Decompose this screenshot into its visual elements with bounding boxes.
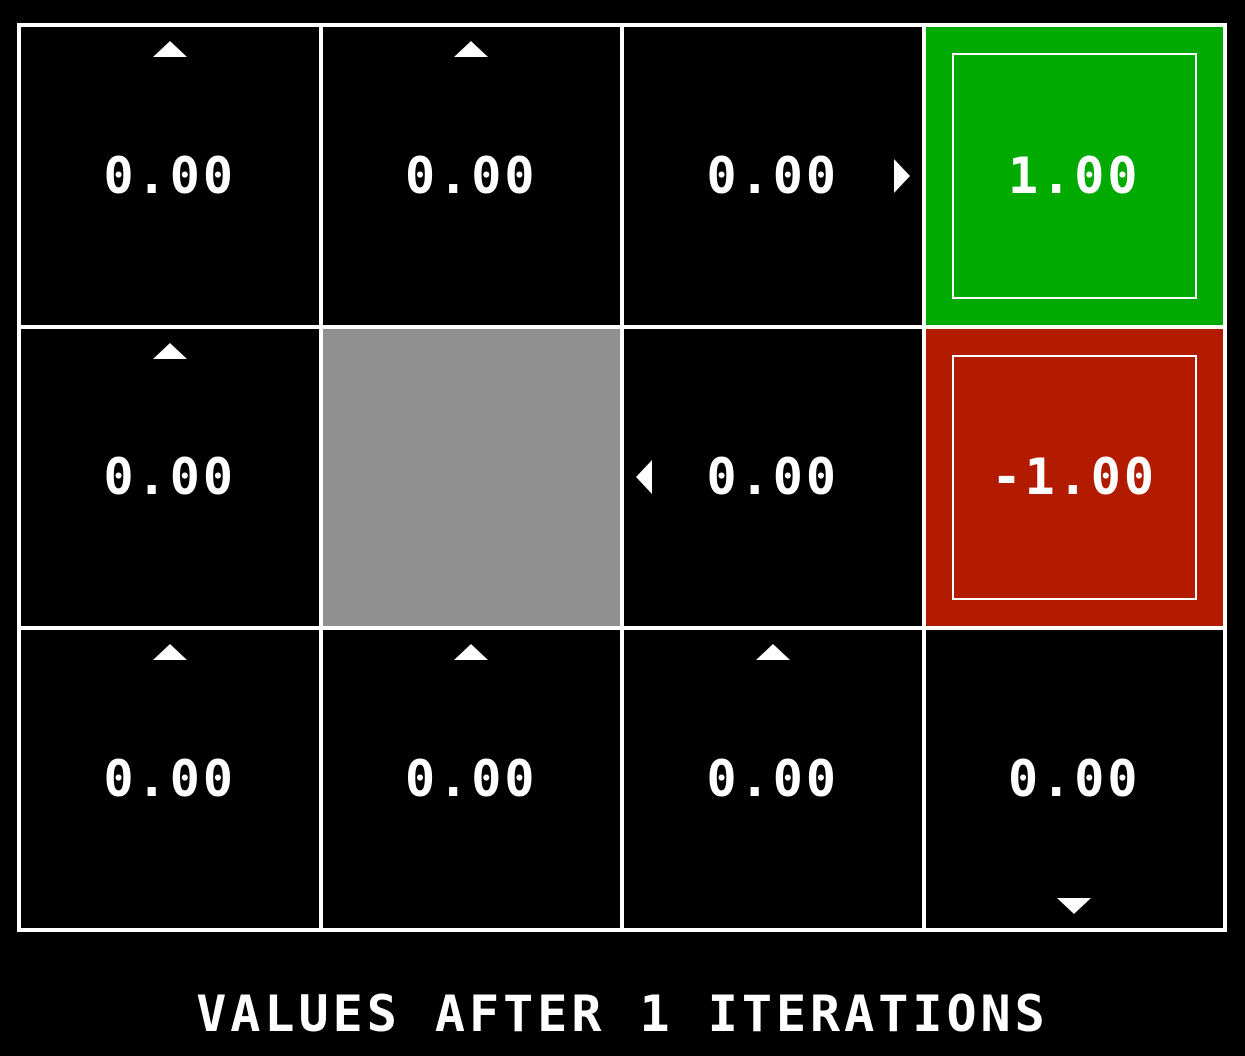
pit-cell: -1.00 — [923, 326, 1225, 629]
grid-cell: 0.00 — [622, 628, 924, 930]
state-value: 0.00 — [706, 750, 839, 809]
state-value: 0.00 — [706, 448, 839, 507]
state-value: 0.00 — [405, 146, 538, 205]
grid-cell: 0.00 — [923, 628, 1225, 930]
grid-cell: 0.00 — [19, 628, 321, 930]
arrow-down-icon — [1057, 897, 1092, 914]
state-value: 0.00 — [706, 146, 839, 205]
iteration-caption: VALUES AFTER 1 ITERATIONS — [196, 985, 1049, 1043]
state-value: 0.00 — [103, 750, 236, 809]
arrow-up-icon — [152, 41, 187, 57]
arrow-up-icon — [152, 644, 187, 661]
state-value: 0.00 — [405, 750, 538, 809]
terminal-box — [951, 53, 1197, 299]
grid-cell: 0.00 — [622, 326, 924, 629]
terminal-box — [951, 354, 1197, 601]
arrow-up-icon — [454, 644, 489, 661]
grid-cell: 0.00 — [19, 25, 321, 327]
gridworld: 0.00 0.00 0.00 1.00 0.00 0.00 -1.00 0.00 0.00 0.0… — [17, 23, 1227, 932]
grid-cell: 0.00 — [320, 628, 622, 930]
arrow-up-icon — [454, 41, 489, 57]
arrow-up-icon — [152, 342, 187, 359]
state-value: 0.00 — [103, 448, 236, 507]
state-value: 0.00 — [1008, 750, 1141, 809]
state-value: 1.00 — [1008, 146, 1141, 205]
state-value: 0.00 — [103, 146, 236, 205]
grid-cell: 0.00 — [320, 25, 622, 327]
arrow-up-icon — [755, 644, 790, 661]
goal-cell: 1.00 — [923, 25, 1225, 327]
arrow-left-icon — [636, 460, 652, 495]
state-value: -1.00 — [991, 448, 1157, 507]
grid-cell: 0.00 — [19, 326, 321, 629]
grid-cell: 0.00 — [622, 25, 924, 327]
wall-cell — [320, 326, 622, 629]
arrow-right-icon — [893, 158, 910, 193]
